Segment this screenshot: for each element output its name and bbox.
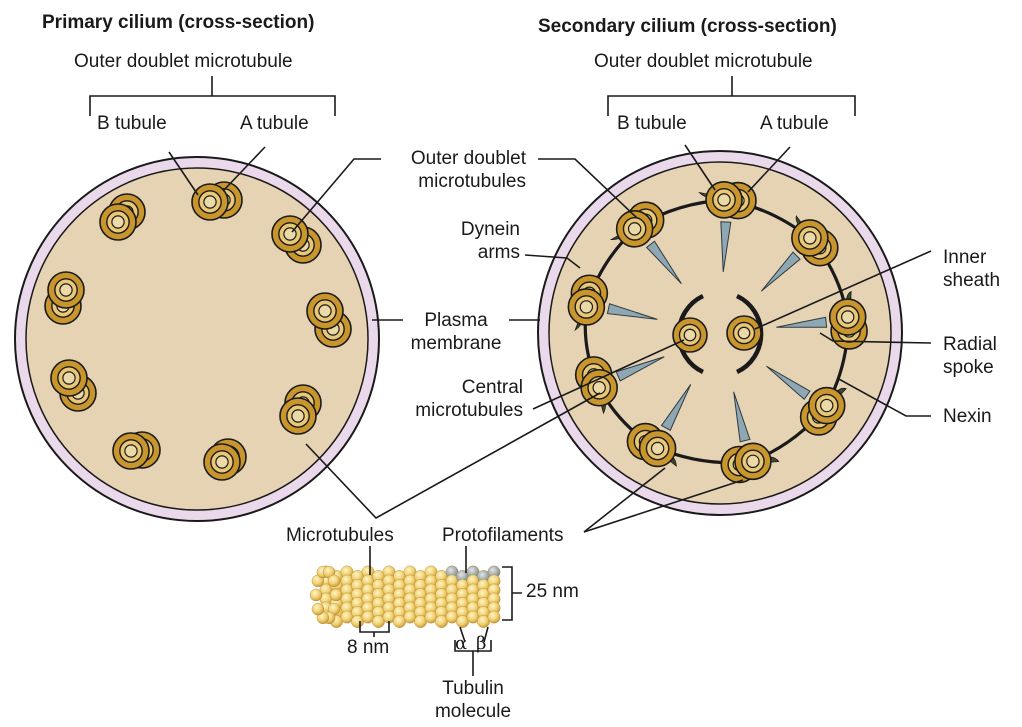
- radial-spoke-line2: spoke: [943, 357, 994, 378]
- primary-doublets: [44, 181, 352, 481]
- outer-doublet-label-right: Outer doublet microtubule: [594, 51, 813, 72]
- radial-spoke: [733, 391, 751, 443]
- central-line1: Central: [461, 377, 523, 398]
- a-tubule: [279, 397, 317, 435]
- tubulin-bead: [311, 602, 325, 616]
- primary-outer-doublet: [279, 384, 322, 435]
- a-tubule: [271, 215, 309, 253]
- a-tubule: [99, 203, 137, 241]
- dim-25nm-label: 25 nm: [526, 581, 579, 602]
- tubulin-bead: [327, 574, 341, 588]
- primary-outer-doublet: [191, 181, 243, 221]
- secondary-outer-doublet: [567, 274, 609, 332]
- secondary-outer-doublet: [574, 356, 618, 415]
- radial-spoke: [615, 356, 665, 382]
- radial-spoke: [766, 365, 811, 401]
- dynein-line2: arms: [477, 242, 520, 263]
- a-tubule: [734, 442, 772, 481]
- central-line2: microtubules: [415, 400, 523, 421]
- secondary-cilium: [537, 150, 903, 516]
- inner-sheath-line2: sheath: [943, 270, 1001, 291]
- primary-cytoplasm: [25, 167, 369, 511]
- radial-spokes: [606, 221, 828, 443]
- radial-spoke: [760, 251, 801, 292]
- a-tubule: [191, 183, 229, 221]
- inner-sheath-line1: Inner: [943, 247, 987, 268]
- alpha-label: α: [455, 633, 468, 654]
- a-tubule: [638, 429, 677, 468]
- beta-label: β: [476, 633, 487, 654]
- microtubules-label: Microtubules: [286, 525, 394, 546]
- tubulin-line1: Tubulin: [442, 678, 504, 699]
- tubulin-molecule-label: Tubulin molecule: [420, 677, 526, 723]
- a-tubule: [47, 271, 85, 309]
- b-tubule-label-right: B tubule: [617, 113, 687, 134]
- b-tubule-label-left: B tubule: [97, 113, 167, 134]
- primary-outer-doublet: [203, 438, 247, 481]
- a-tubule: [615, 210, 654, 248]
- a-tubule: [112, 432, 150, 470]
- a-tubule: [791, 219, 829, 257]
- a-tubule: [828, 298, 867, 336]
- secondary-title: Secondary cilium (cross-section): [538, 16, 837, 37]
- radial-spoke: [606, 303, 658, 320]
- primary-outer-doublet: [99, 193, 146, 241]
- central-microtubule: [726, 315, 762, 351]
- primary-title: Primary cilium (cross-section): [42, 12, 315, 33]
- a-tubule: [807, 386, 846, 425]
- tubulin-line2: molecule: [434, 701, 512, 722]
- radial-spoke-line1: Radial: [943, 334, 997, 355]
- secondary-outer-doublet: [609, 201, 665, 248]
- dynein-line1: Dynein: [460, 219, 520, 240]
- microtubule-model: [309, 565, 501, 628]
- outer-doublet-microtubules-label: Outer doublet microtubules: [380, 147, 526, 193]
- primary-outer-doublet: [271, 215, 322, 264]
- secondary-outer-doublet: [720, 442, 780, 484]
- primary-outer-doublet: [44, 271, 85, 325]
- a-tubule: [306, 292, 344, 330]
- secondary-outer-doublet: [698, 181, 757, 220]
- a-tubule: [567, 288, 606, 326]
- protofilaments-label: Protofilaments: [442, 525, 564, 546]
- secondary-outer-doublet: [626, 422, 677, 468]
- plasma-line1: Plasma: [424, 310, 488, 331]
- a-tubule-label-left: A tubule: [240, 113, 309, 134]
- radial-spoke: [776, 316, 828, 328]
- a-tubule: [580, 368, 618, 407]
- a-tubule: [705, 181, 743, 219]
- nexin-label: Nexin: [943, 406, 992, 427]
- dim-8nm-label: 8 nm: [347, 637, 390, 658]
- a-tubule: [50, 359, 88, 397]
- plasma-line2: membrane: [410, 333, 502, 354]
- tubulin-bead: [329, 588, 343, 602]
- primary-outer-doublet: [306, 292, 352, 348]
- a-tubule-label-right: A tubule: [760, 113, 829, 134]
- central-microtubule: [672, 317, 708, 353]
- secondary-outer-doublet: [799, 386, 847, 436]
- radial-spoke: [660, 384, 692, 432]
- primary-cilium: [14, 156, 380, 522]
- primary-outer-doublet: [112, 431, 161, 470]
- outer-doublet-label-left: Outer doublet microtubule: [74, 51, 293, 72]
- dynein-arms-label: Dynein arms: [420, 218, 520, 264]
- radial-spoke: [720, 221, 732, 272]
- primary-outer-doublet: [50, 359, 97, 412]
- central-microtubules: [672, 315, 762, 353]
- tubulin-bead: [487, 610, 501, 624]
- tubulin-bead: [309, 588, 323, 602]
- plasma-membrane-label: Plasma membrane: [405, 309, 507, 355]
- outer-doublet-microtubules-line2: microtubules: [418, 171, 526, 192]
- leader-lines: [89, 76, 932, 676]
- inner-sheath-label: Inner sheath: [943, 246, 1000, 292]
- central-microtubules-label: Central microtubules: [380, 376, 523, 422]
- a-tubule: [203, 443, 241, 481]
- radial-spoke: [645, 240, 682, 285]
- outer-doublet-microtubules-line1: Outer doublet: [410, 148, 526, 169]
- tubulin-beads: [309, 565, 501, 628]
- secondary-outer-doublet: [791, 215, 839, 267]
- radial-spoke-label: Radial spoke: [943, 333, 997, 379]
